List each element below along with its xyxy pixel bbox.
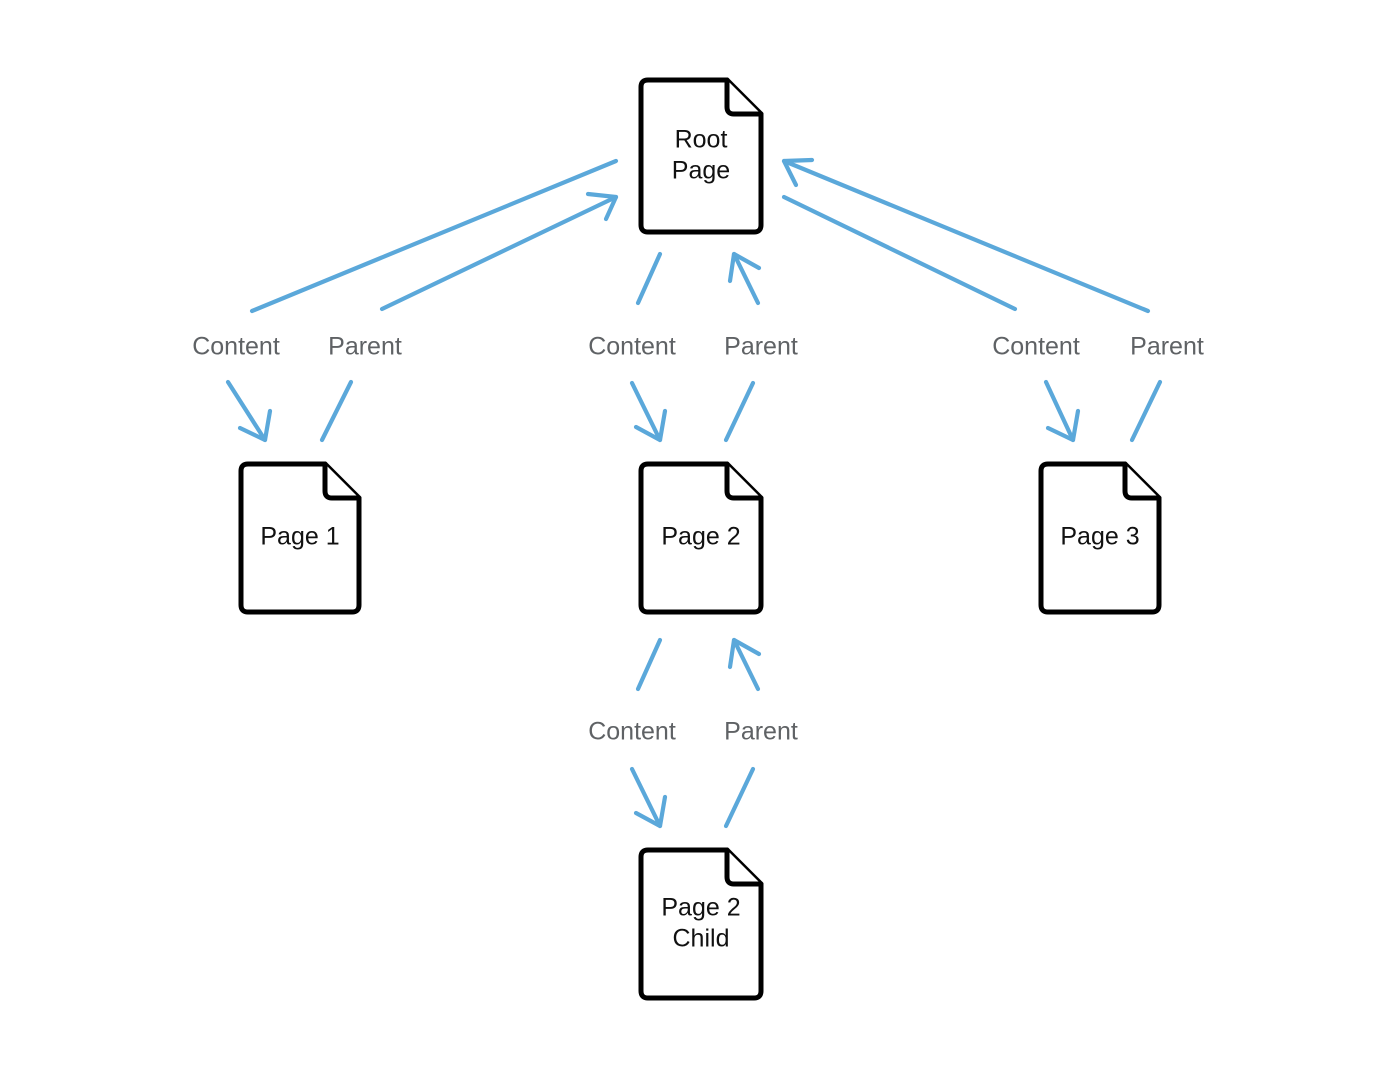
edge-line-segment-1 xyxy=(1129,379,1163,443)
edge-page1-parent-root: Parent xyxy=(319,191,619,443)
edge-line-segment-1 xyxy=(635,251,663,306)
node-page2[interactable]: Page 2 xyxy=(638,461,764,615)
node-page2child[interactable]: Page 2 Child xyxy=(638,847,764,1001)
edge-label: Content xyxy=(192,333,280,361)
edge-label: Parent xyxy=(328,333,402,361)
edge-line-segment-2 xyxy=(731,251,761,306)
node-label: Page 3 xyxy=(1060,523,1139,551)
edge-line-segment-2 xyxy=(225,379,268,443)
document-page-icon xyxy=(638,847,764,1001)
edge-line-segment-1 xyxy=(635,637,663,692)
arrowhead-icon xyxy=(633,794,668,829)
edge-line-segment-1 xyxy=(249,158,619,314)
edge-label: Content xyxy=(588,718,676,746)
page-fold-corner-icon xyxy=(724,847,764,887)
edge-line-segment-2 xyxy=(629,766,663,829)
node-page3[interactable]: Page 3 xyxy=(1038,461,1162,615)
edge-line-segment-2 xyxy=(781,158,1151,314)
edge-page2-content-page2child: Content xyxy=(588,637,676,829)
arrowhead-icon xyxy=(781,157,815,188)
page-fold-corner-icon xyxy=(1122,461,1162,501)
node-label: Page 2 xyxy=(661,523,740,551)
arrowhead-icon xyxy=(1045,408,1081,443)
node-label-line-2: Child xyxy=(673,925,730,953)
document-page-icon xyxy=(1038,461,1162,615)
node-label-line-1: Page 2 xyxy=(661,894,740,922)
edge-line-segment-1 xyxy=(781,194,1018,312)
edge-label: Content xyxy=(588,333,676,361)
edge-line-segment-1 xyxy=(723,380,756,443)
page-fold-corner-icon xyxy=(322,461,362,501)
edge-label: Parent xyxy=(1130,333,1204,361)
edge-line-segment-1 xyxy=(319,379,354,443)
arrowhead-icon xyxy=(727,251,762,284)
arrowhead-icon xyxy=(633,408,668,443)
node-label: Page 1 xyxy=(260,523,339,551)
edge-page2-parent-root: Parent xyxy=(723,251,798,443)
page-fold-corner-icon xyxy=(724,461,764,501)
edge-line-segment-2 xyxy=(379,194,619,312)
arrowhead-icon xyxy=(237,408,273,443)
document-page-icon xyxy=(638,461,764,615)
edge-root-content-page1: Content xyxy=(192,158,619,443)
edge-label: Parent xyxy=(724,718,798,746)
edge-root-content-page3: Content xyxy=(781,194,1081,443)
arrowhead-icon xyxy=(585,191,619,222)
edge-label: Content xyxy=(992,333,1080,361)
node-page1[interactable]: Page 1 xyxy=(238,461,362,615)
document-page-icon xyxy=(238,461,362,615)
edge-label: Parent xyxy=(724,333,798,361)
document-page-icon xyxy=(638,77,764,235)
node-label-line-1: Root xyxy=(675,126,728,154)
edge-page3-parent-root: Parent xyxy=(781,157,1204,443)
edge-line-segment-2 xyxy=(731,637,761,692)
edge-line-segment-2 xyxy=(1043,379,1076,443)
edge-root-content-page2: Content xyxy=(588,251,676,443)
page-fold-corner-icon xyxy=(724,77,764,117)
node-label-line-2: Page xyxy=(672,157,730,185)
arrowhead-icon xyxy=(727,637,762,670)
edge-line-segment-2 xyxy=(629,380,663,443)
edge-page2child-parent-page2: Parent xyxy=(723,637,798,829)
edge-line-segment-1 xyxy=(723,766,756,829)
